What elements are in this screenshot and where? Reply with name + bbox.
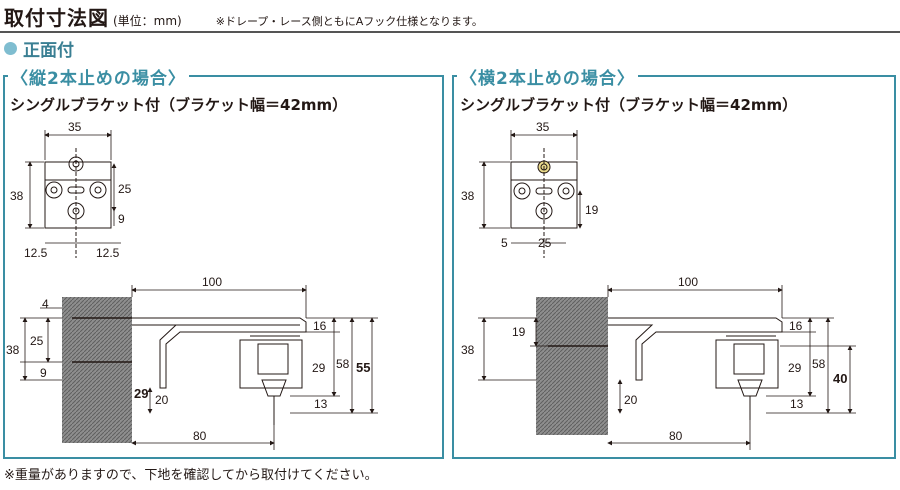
- dim-label: 25: [118, 182, 132, 196]
- page-header: 取付寸法図 (単位：mm) ※ドレープ・レース側ともにAフック仕様となります。: [4, 2, 483, 32]
- dim-label: 29: [312, 361, 326, 375]
- panel-subtitle-horizontal: シングルブラケット付（ブラケット幅＝42mm）: [460, 96, 798, 114]
- dim-label: 38: [6, 343, 20, 357]
- bracket-front-view-vertical: [44, 148, 112, 258]
- dimension-lines-side-right: [478, 285, 856, 450]
- bullet-dot-icon: [4, 42, 17, 55]
- dim-label: 9: [40, 366, 47, 380]
- dimension-lines-top-right: [479, 130, 583, 244]
- dim-label: 58: [812, 357, 826, 371]
- dimension-lines-top-left: [25, 130, 121, 244]
- dim-label: 55: [356, 360, 370, 375]
- dim-label: 35: [68, 120, 82, 134]
- dim-label: 20: [155, 393, 169, 407]
- dim-label: 9: [118, 212, 125, 226]
- bracket-side-view-vertical: [132, 317, 307, 425]
- panel-horizontal: [452, 75, 896, 459]
- dim-label: 38: [461, 343, 475, 357]
- dim-label: 19: [512, 325, 526, 339]
- section-title: 正面付: [23, 41, 74, 61]
- panel-subtitle-vertical: シングルブラケット付（ブラケット幅＝42mm）: [10, 96, 348, 114]
- unit-label: (単位：mm): [113, 14, 182, 28]
- dim-label: 12.5: [96, 246, 120, 260]
- dim-label: 13: [314, 397, 328, 411]
- header-note: ※ドレープ・レース側ともにAフック仕様となります。: [215, 15, 483, 28]
- dim-label: 80: [193, 429, 207, 443]
- panel-title-vertical: 〈縦2本止めの場合〉: [8, 64, 189, 89]
- dim-label: 19: [585, 203, 599, 217]
- dim-label: 4: [42, 297, 49, 311]
- panel-title-horizontal: 〈横2本止めの場合〉: [457, 64, 638, 89]
- dim-label: 100: [202, 275, 222, 289]
- dimension-lines-side-left: [20, 285, 378, 450]
- dim-label: 58: [336, 357, 350, 371]
- bracket-front-view-horizontal: [510, 148, 578, 258]
- screws-left: [72, 317, 132, 363]
- dim-label: 16: [789, 319, 803, 333]
- dim-label: 5: [501, 236, 508, 250]
- dim-label: 38: [461, 189, 475, 203]
- dim-label: 29: [134, 386, 148, 401]
- dim-label: 13: [790, 397, 804, 411]
- header-rule: [0, 31, 900, 33]
- wall-section: [536, 297, 608, 435]
- dim-label: 80: [669, 429, 683, 443]
- dim-label: 25: [30, 334, 44, 348]
- dim-label: 40: [833, 371, 847, 386]
- section-heading: 正面付: [4, 36, 74, 61]
- dim-label: 29: [788, 361, 802, 375]
- dim-label: 16: [313, 319, 327, 333]
- bracket-side-view-horizontal: [608, 317, 783, 420]
- wall-section: [62, 297, 132, 443]
- dim-label: 12.5: [24, 246, 48, 260]
- dim-label: 35: [536, 120, 550, 134]
- dim-label: 38: [10, 189, 24, 203]
- page-title: 取付寸法図: [4, 6, 109, 30]
- dim-label: 25: [538, 236, 552, 250]
- panel-vertical: [3, 75, 444, 459]
- dim-label: 100: [678, 275, 698, 289]
- dim-label: 20: [624, 393, 638, 407]
- footnote: ※重量がありますので、下地を確認してから取付けてください。: [4, 468, 378, 483]
